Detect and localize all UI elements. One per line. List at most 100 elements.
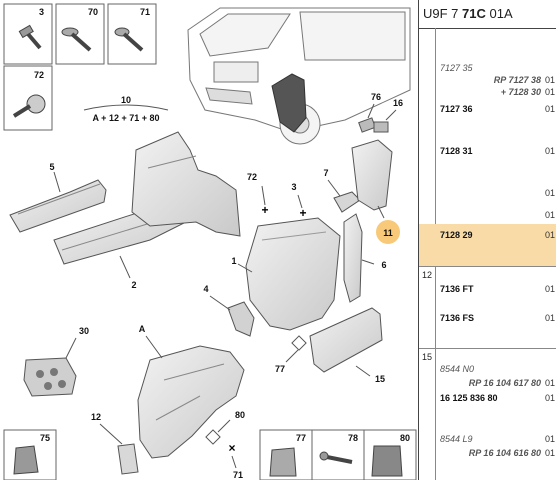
parts-list-panel: U9F 7 71C 01A 7127 35 RP 7127 38 01 + 71…: [418, 0, 556, 480]
part-qty: 01: [544, 393, 555, 403]
part-qty: 01: [544, 210, 555, 220]
title-code: 71C: [462, 6, 486, 21]
callout-6: 6: [381, 260, 386, 270]
callout-15: 15: [375, 374, 385, 384]
callout-2: 2: [131, 280, 136, 290]
part-4-clip[interactable]: [227, 301, 255, 337]
box-clip-80[interactable]: 80: [363, 429, 417, 480]
part-qty: 01: [544, 448, 555, 458]
callout-77: 77: [275, 364, 285, 374]
callout-71: 71: [233, 470, 243, 480]
part-qty: 01: [544, 104, 555, 114]
callout-11-highlight: [376, 220, 400, 244]
gutter: [419, 60, 436, 480]
gutter-top: [419, 28, 436, 60]
panel-title: U9F 7 71C 01A: [423, 6, 513, 21]
part-qty: 01: [544, 313, 555, 323]
section-number: 15: [422, 352, 433, 362]
section-number: 12: [422, 270, 433, 280]
part-11-mud-flap[interactable]: [351, 117, 393, 211]
box-label-78: 78: [348, 433, 358, 443]
flange-screw-icon: [61, 27, 92, 52]
part-code: 7128 29: [440, 230, 473, 240]
callout-A: A: [139, 324, 146, 334]
part-code: 7136 FT: [440, 284, 474, 294]
part-1-front-wing[interactable]: [245, 217, 341, 331]
pan-screw-icon: [114, 27, 144, 52]
cross-marker-icon: ×: [228, 441, 235, 455]
washer-screw-icon: [12, 94, 46, 118]
box-clip-75[interactable]: 75: [3, 429, 57, 480]
callout-30: 30: [79, 326, 89, 336]
square-clip-80-icon: [371, 445, 403, 477]
square-clip-icon-2: [205, 429, 221, 445]
part-code: 8544 L9: [440, 434, 473, 444]
part-code: RP 7127 38: [493, 75, 541, 85]
exploded-parts-diagram: 3 70 71 72: [3, 3, 417, 480]
van-illustration: [187, 7, 411, 145]
wheel-arch-liner-on-van: [271, 73, 307, 133]
part-code: 7136 FS: [440, 313, 475, 323]
callout-72: 72: [247, 172, 257, 182]
box-label-72: 72: [34, 70, 44, 80]
plus-marker-icon-2: +: [299, 206, 306, 220]
part-code: + 7128 30: [500, 87, 541, 97]
callout-3: 3: [291, 182, 296, 192]
part-code: RP 16 104 617 80: [468, 378, 541, 388]
part-code: 7127 36: [440, 104, 473, 114]
push-clip-icon: [13, 445, 39, 475]
callout-11: 11: [383, 228, 393, 238]
part-qty: 01: [544, 87, 555, 97]
plus-marker-icon: +: [261, 203, 268, 217]
box-label-3: 3: [39, 7, 44, 17]
box-label-70: 70: [88, 7, 98, 17]
screw-icon: [18, 24, 42, 50]
part-15-trim[interactable]: [309, 307, 383, 373]
section-divider: [419, 348, 556, 349]
part-qty: 01: [544, 75, 555, 85]
section-divider: [419, 266, 556, 267]
box-screw-70[interactable]: 70: [55, 3, 105, 65]
part-7-bracket[interactable]: [333, 191, 361, 213]
part-qty: 01: [544, 284, 555, 294]
part-code: 7128 31: [440, 146, 473, 156]
box-label-71: 71: [140, 7, 150, 17]
part-5-rail[interactable]: [9, 179, 107, 233]
callout-7: 7: [323, 168, 328, 178]
part-code: 16 125 836 80: [440, 393, 498, 403]
callout-4: 4: [203, 284, 208, 294]
part-A-wheel-arch-liner[interactable]: [137, 345, 245, 459]
part-6-strip[interactable]: [343, 213, 363, 303]
assembly-10-label: 10 A + 12 + 71 + 80: [83, 95, 169, 123]
callout-80: 80: [235, 410, 245, 420]
title-prefix: U9F 7: [423, 6, 463, 21]
callout-16: 16: [393, 98, 403, 108]
part-30-clip-set[interactable]: [23, 357, 77, 397]
callout-12: 12: [91, 412, 101, 422]
part-code: 8544 N0: [440, 364, 475, 374]
callout-10: 10: [121, 95, 131, 105]
box-screw-3[interactable]: 3: [3, 3, 53, 65]
part-12-shield[interactable]: [117, 443, 139, 475]
box-label-75: 75: [40, 433, 50, 443]
callout-10-formula: A + 12 + 71 + 80: [93, 113, 160, 123]
highlighted-row-bg: [419, 224, 556, 266]
clip-77-icon: [269, 447, 297, 477]
box-label-77: 77: [296, 433, 306, 443]
part-qty: 01: [544, 230, 555, 240]
box-screw-71[interactable]: 71: [107, 3, 157, 65]
part-code: RP 16 104 616 80: [468, 448, 541, 458]
part-qty: 01: [544, 188, 555, 198]
callout-5: 5: [49, 162, 54, 172]
panel-header: U9F 7 71C 01A: [419, 0, 556, 29]
callout-76: 76: [371, 92, 381, 102]
square-clip-icon: [291, 335, 307, 351]
box-clip-77[interactable]: 77: [259, 429, 313, 480]
part-qty: 01: [544, 434, 555, 444]
part-qty: 01: [544, 146, 555, 156]
box-label-80: 80: [400, 433, 410, 443]
box-screw-72[interactable]: 72: [3, 65, 53, 131]
box-clip-78[interactable]: 78: [311, 429, 365, 480]
inner-wheelhouse-panel[interactable]: [131, 131, 241, 237]
part-code: 7127 35: [440, 63, 473, 73]
